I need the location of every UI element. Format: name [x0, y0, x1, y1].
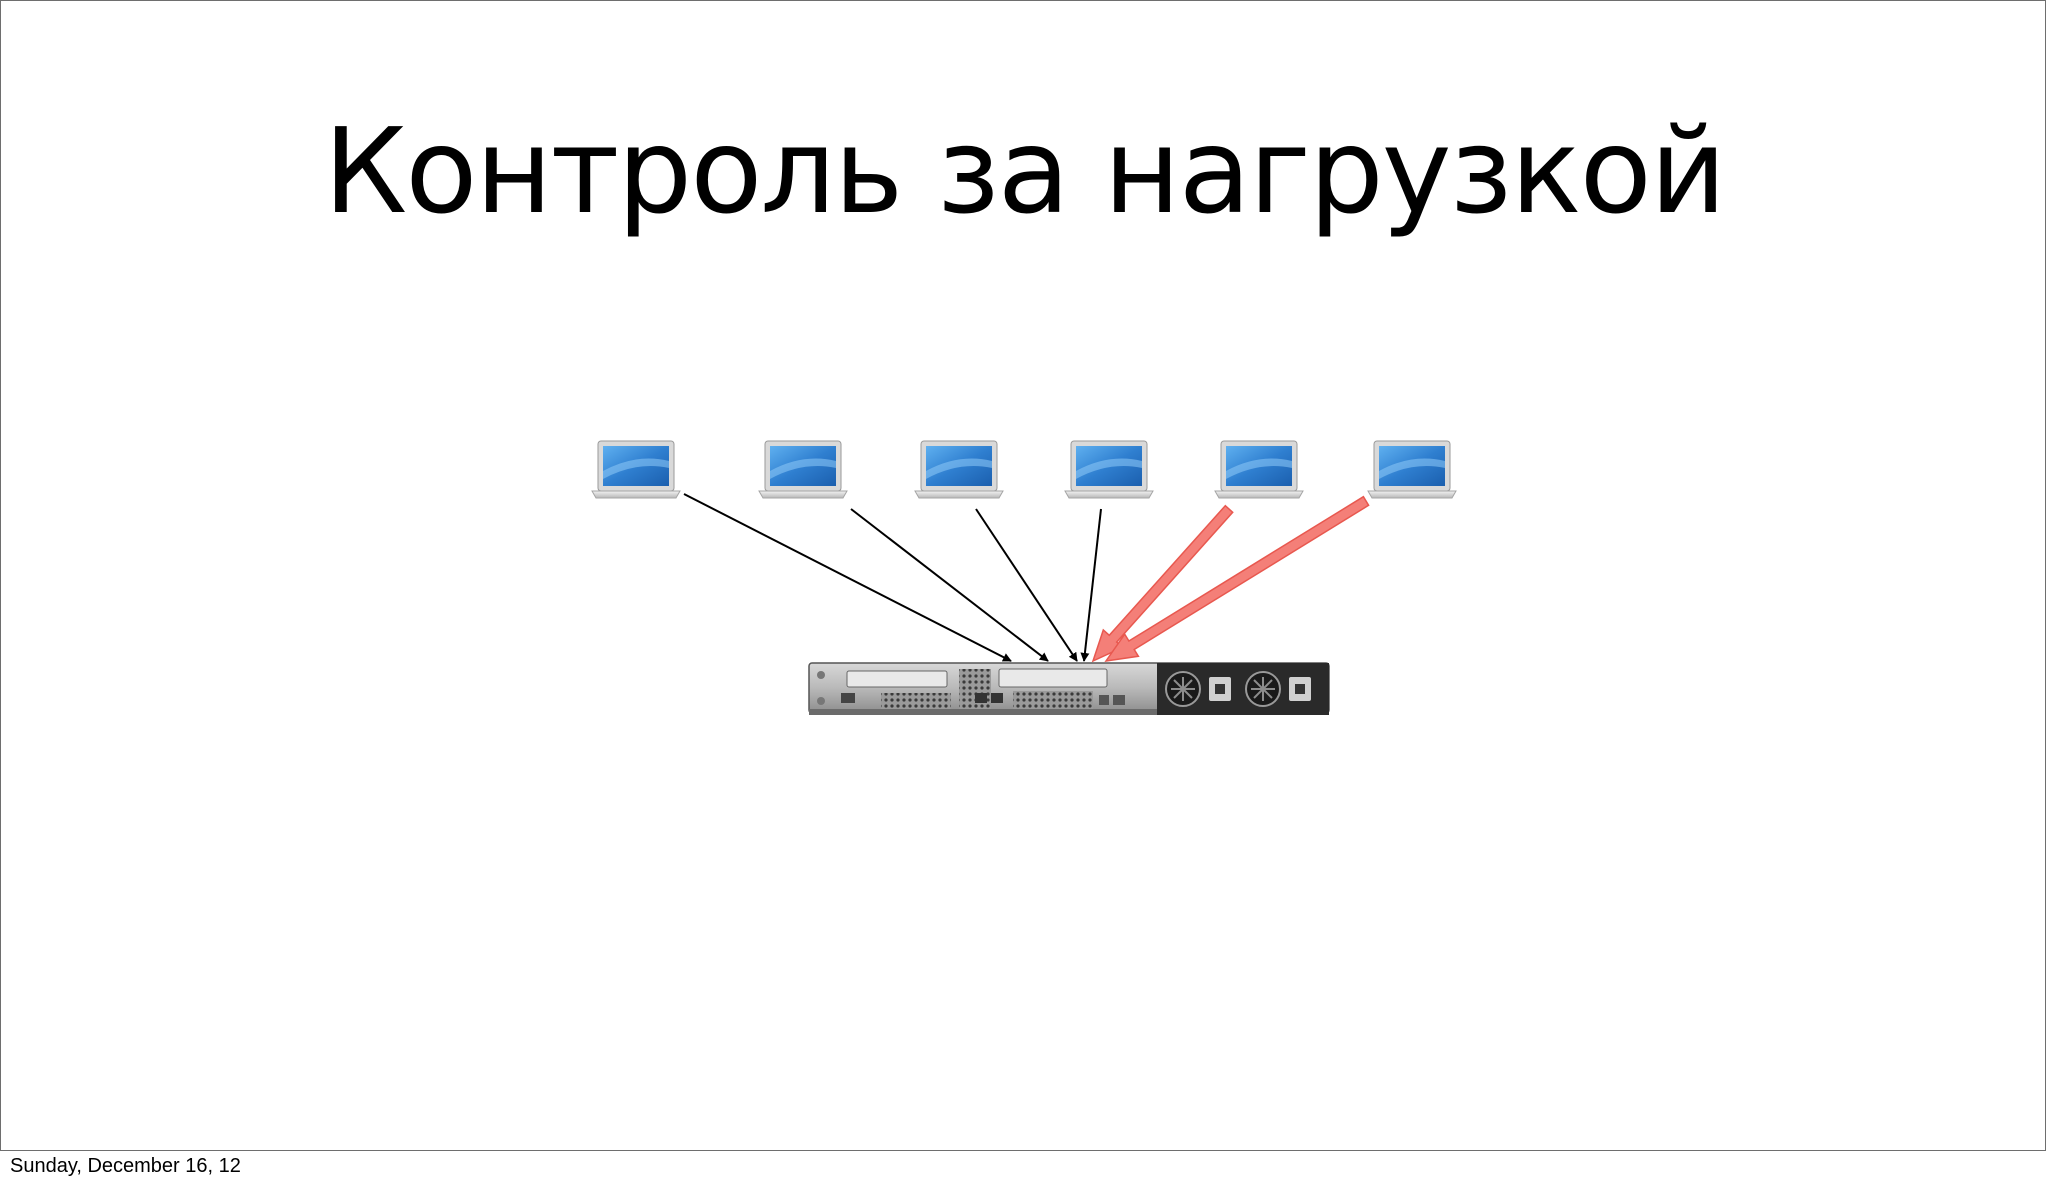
slide: Контроль за нагрузкой: [0, 0, 2046, 1151]
client-laptops: [591, 440, 1457, 499]
normal-load-arrow: [683, 493, 1012, 662]
laptop-icon: [1214, 440, 1304, 499]
normal-load-arrow: [1080, 508, 1102, 662]
laptop-icon: [914, 440, 1004, 499]
heavy-load-arrow: [1091, 504, 1234, 663]
connection-arrows: [683, 493, 1370, 663]
laptop-icon: [591, 440, 681, 499]
normal-load-arrow: [975, 508, 1078, 662]
heavy-load-arrow: [1104, 495, 1370, 662]
normal-load-arrow: [850, 508, 1049, 662]
laptop-icon: [758, 440, 848, 499]
rack-server-icon: [808, 662, 1330, 715]
slide-title: Контроль за нагрузкой: [323, 102, 1726, 240]
footer-date: Sunday, December 16, 12: [10, 1155, 241, 1177]
load-diagram: [591, 440, 1457, 715]
laptop-icon: [1064, 440, 1154, 499]
laptop-icon: [1367, 440, 1457, 499]
